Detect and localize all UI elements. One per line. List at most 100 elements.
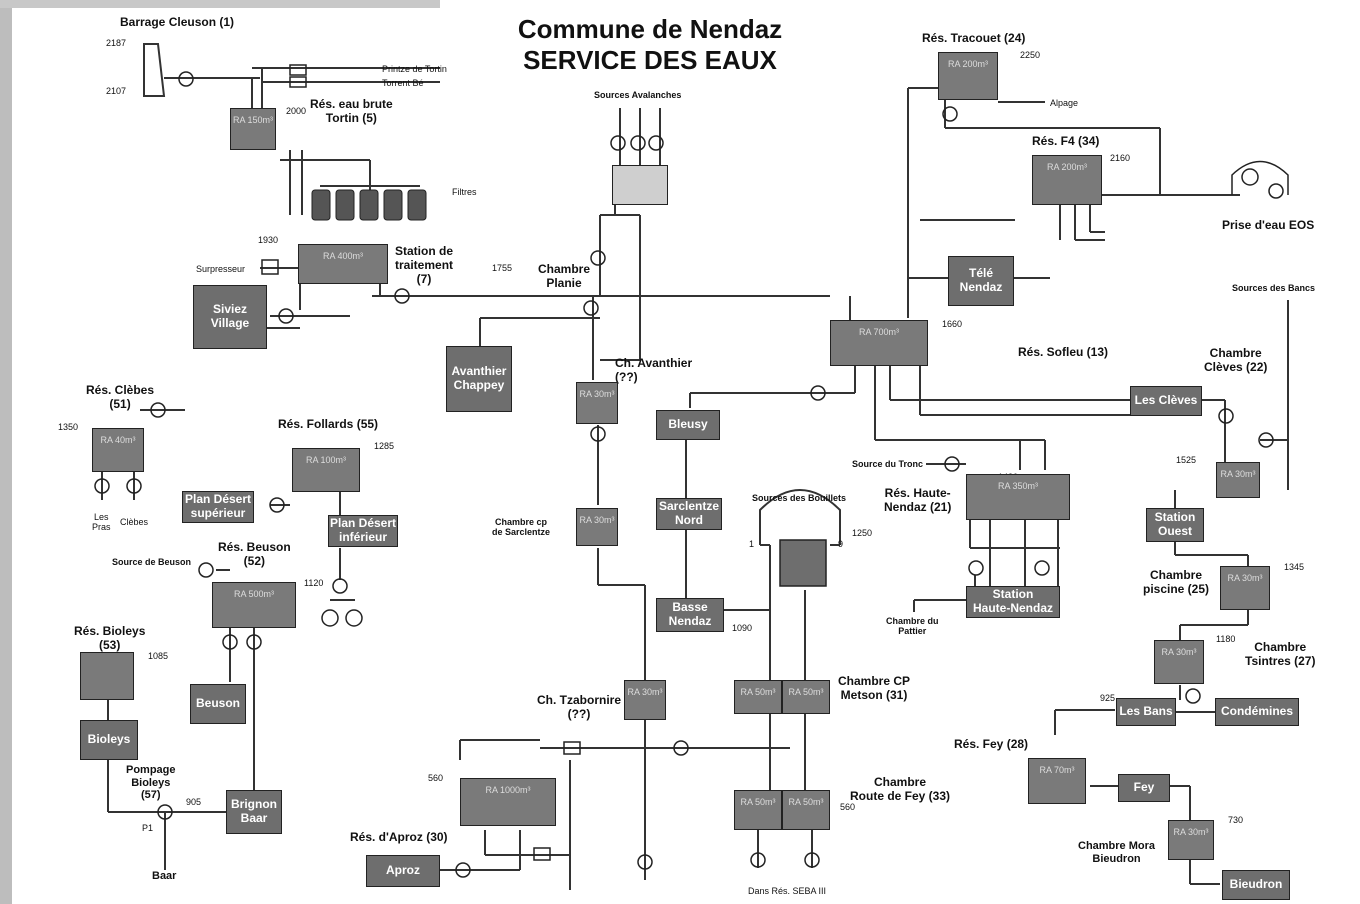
elev-label: 1660 [942, 319, 963, 329]
elev-label: 730 [1228, 815, 1244, 825]
tank-tracouet: RA 200m³ [938, 52, 998, 100]
tank-mora: RA 30m³ [1168, 820, 1214, 860]
mora-label: Chambre Mora Bieudron [1078, 840, 1156, 865]
res-cleves-label: Rés. Clèbes (51) [86, 383, 155, 411]
box-sarclentze-nord[interactable]: Sarclentze Nord [656, 498, 722, 530]
follards-label: Rés. Follards (55) [278, 417, 379, 431]
tank-cleves-chambre: RA 30m³ [1216, 462, 1260, 498]
fey-res-label: Rés. Fey (28) [954, 737, 1029, 751]
tank-fey: RA 70m³ [1028, 758, 1086, 804]
elev-label: 1085 [148, 651, 169, 661]
elev-label: 1090 [732, 623, 753, 633]
chambre-cleves-label: Chambre Clèves (22) [1204, 346, 1268, 374]
tank-avanthier: RA 30m³ [576, 382, 618, 424]
box-station-ouest[interactable]: Station Ouest [1146, 508, 1204, 542]
elev-label: 2250 [1020, 50, 1041, 60]
elev-label: 1930 [258, 235, 279, 245]
box-siviez-village[interactable]: Siviez Village [193, 285, 267, 349]
box-brignon-baar[interactable]: Brignon Baar [226, 790, 282, 834]
pompage-label: Pompage Bioleys (57) [126, 764, 176, 802]
tank-aproz: RA 1000m³ [460, 778, 556, 826]
box-bleusy[interactable]: Bleusy [656, 410, 720, 440]
tank-piscine: RA 30m³ [1220, 566, 1270, 610]
window-frame-left [0, 0, 12, 904]
box-bioleys[interactable]: Bioleys [80, 720, 138, 760]
chambre-tsintres-label: Chambre Tsintres (27) [1245, 640, 1316, 668]
tank-tsintres: RA 30m³ [1154, 640, 1204, 684]
elev-label: 2107 [106, 86, 127, 96]
clebes-label: Clèbes [120, 517, 149, 527]
elev-label: 560 [840, 802, 856, 812]
box-basse-nendaz[interactable]: Basse Nendaz [656, 598, 724, 632]
chambre-piscine-label: Chambre piscine (25) [1143, 568, 1210, 596]
elev-label: 560 [428, 773, 444, 783]
station-traitement-label: Station de traitement (7) [395, 244, 454, 286]
box-beuson[interactable]: Beuson [190, 684, 246, 724]
box-tele-nendaz[interactable]: Télé Nendaz [948, 256, 1014, 306]
title-line-1: Commune de Nendaz [517, 14, 783, 44]
box-aproz[interactable]: Aproz [366, 855, 440, 887]
torrent-label: Torrent Bé [382, 78, 424, 88]
box-plan-desert-inf[interactable]: Plan Désert inférieur [328, 515, 398, 547]
source-tronc-label: Source du Tronc [852, 459, 924, 469]
tracouet-label: Rés. Tracouet (24) [922, 31, 1026, 45]
prise-eos-label: Prise d'eau EOS [1222, 218, 1315, 232]
route-fey-label: Chambre Route de Fey (33) [850, 775, 951, 803]
tank-fey-a: RA 50m³ [734, 790, 782, 830]
box-bieudron[interactable]: Bieudron [1222, 870, 1290, 900]
elev-label: 1350 [58, 422, 79, 432]
box-les-cleves[interactable]: Les Clèves [1130, 386, 1202, 416]
source-beuson-label: Source de Beuson [112, 557, 192, 567]
tank-sarclentze: RA 30m³ [576, 508, 618, 546]
seba-label: Dans Rés. SEBA III [748, 886, 827, 896]
tank-metson-b: RA 50m³ [782, 680, 830, 714]
cp-metson-label: Chambre CP Metson (31) [838, 674, 911, 702]
chambre-sarclentze-label: Chambre cp de Sarclentze [492, 517, 551, 538]
elev-label: 2000 [286, 106, 307, 116]
tank-fey-b: RA 50m³ [782, 790, 830, 830]
tank-tortin: RA 150m³ [230, 108, 276, 150]
p1-label: P1 [142, 823, 154, 833]
sources-avalanches-label: Sources Avalanches [594, 90, 682, 100]
haute-nendaz-label: Rés. Haute- Nendaz (21) [884, 486, 952, 514]
elev-label: 1345 [1284, 562, 1305, 572]
sofleu-label: Rés. Sofleu (13) [1018, 345, 1109, 359]
les-pras-label: Les Pras [92, 512, 111, 533]
ch-avanthier-label: Ch. Avanthier (??) [615, 356, 693, 384]
box-avanthier-chappey[interactable]: Avanthier Chappey [446, 346, 512, 412]
box-les-bans[interactable]: Les Bans [1116, 698, 1176, 726]
tank-f4: RA 200m³ [1032, 155, 1102, 205]
chambre-planie-label: Chambre Planie [538, 262, 591, 290]
title-line-2: SERVICE DES EAUX [523, 45, 777, 76]
baar-label: Baar [152, 870, 177, 882]
tank-bioleys [80, 652, 134, 700]
filtres-label: Filtres [452, 187, 477, 197]
sources-bancs-label: Sources des Bancs [1232, 283, 1316, 293]
tank-metson-a: RA 50m³ [734, 680, 782, 714]
elev-label: 1250 [852, 528, 873, 538]
sources-bouillets-label: Sources des Bouillets [752, 493, 847, 503]
elev-label: 2187 [106, 38, 127, 48]
tank-sofleu: RA 700m³ [830, 320, 928, 366]
tank-traitement: RA 400m³ [298, 244, 388, 284]
tank-tzabornire: RA 30m³ [624, 680, 666, 720]
tzabornire-label: Ch. Tzabornire (??) [537, 693, 622, 721]
elev-label: 2160 [1110, 153, 1131, 163]
tank-follards: RA 100m³ [292, 448, 360, 492]
elev-label: 905 [186, 797, 202, 807]
tank-haute-nendaz: RA 350m³ [966, 474, 1070, 520]
box-fey[interactable]: Fey [1118, 774, 1170, 802]
box-plan-desert-sup[interactable]: Plan Désert supérieur [182, 491, 254, 523]
elev-label: 1120 [304, 578, 324, 588]
elev-label: 1180 [1216, 634, 1236, 644]
surpresseur-label: Surpresseur [196, 264, 246, 274]
elev-label: 925 [1100, 693, 1116, 703]
aproz-res-label: Rés. d'Aproz (30) [350, 830, 448, 844]
box-condemines[interactable]: Condémines [1215, 698, 1299, 726]
bioleys-res-label: Rés. Bioleys (53) [74, 624, 146, 652]
elev-label: 1285 [374, 441, 395, 451]
f4-label: Rés. F4 (34) [1032, 134, 1100, 148]
box-station-haute-nendaz[interactable]: Station Haute-Nendaz [966, 586, 1060, 618]
diagram-title: Commune de Nendaz SERVICE DES EAUX [470, 14, 830, 76]
